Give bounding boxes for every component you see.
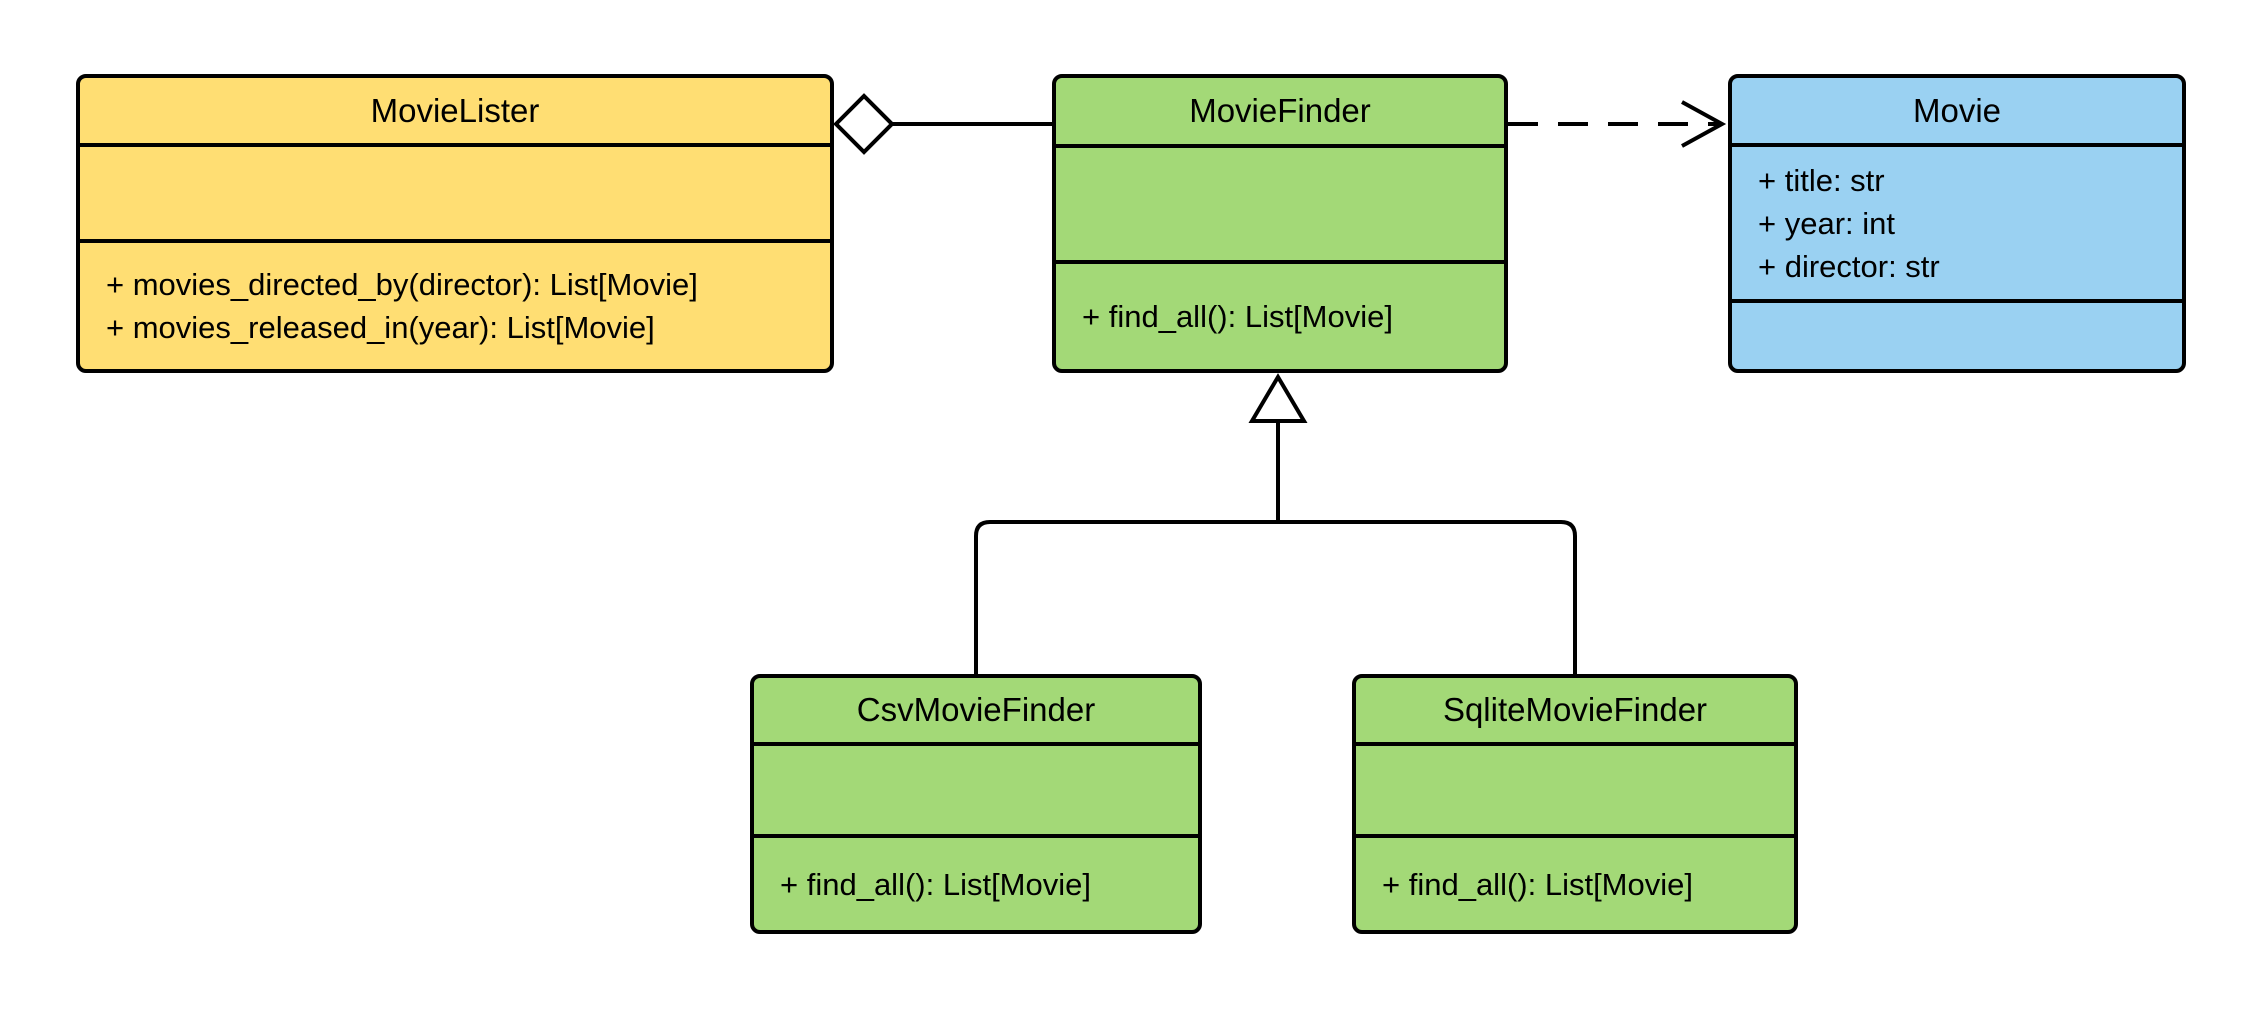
class-methods-compartment: + find_all(): List[Movie] — [1056, 264, 1504, 369]
inheritance-fork-line — [974, 520, 1577, 674]
class-attribute: + year: int — [1758, 205, 1895, 241]
class-title: SqliteMovieFinder — [1356, 678, 1794, 746]
class-box-sqlitemoviefinder: SqliteMovieFinder + find_all(): List[Mov… — [1352, 674, 1798, 934]
class-method: + movies_released_in(year): List[Movie] — [106, 310, 655, 345]
class-methods-compartment: + movies_directed_by(director): List[Mov… — [80, 243, 830, 369]
dependency-link — [1508, 100, 1727, 148]
class-methods-compartment: + find_all(): List[Movie] — [1356, 838, 1794, 930]
class-title: Movie — [1732, 78, 2182, 147]
class-method: + find_all(): List[Movie] — [780, 866, 1091, 902]
class-attributes-compartment — [1056, 148, 1504, 264]
aggregation-link — [833, 93, 1052, 155]
class-methods-compartment — [1732, 303, 2182, 369]
class-attribute: + title: str — [1758, 162, 1885, 198]
class-method: + movies_directed_by(director): List[Mov… — [106, 267, 698, 302]
class-attributes-compartment — [80, 147, 830, 243]
class-box-movielister: MovieLister + movies_directed_by(directo… — [76, 74, 834, 373]
inheritance-link — [974, 373, 1577, 674]
class-box-movie: Movie + title: str + year: int + directo… — [1728, 74, 2186, 373]
class-method: + find_all(): List[Movie] — [1382, 866, 1693, 902]
class-box-moviefinder: MovieFinder + find_all(): List[Movie] — [1052, 74, 1508, 373]
class-attributes-compartment — [1356, 746, 1794, 838]
class-title: MovieLister — [80, 78, 830, 147]
dependency-arrow-icon — [1681, 100, 1727, 148]
inheritance-arrow-icon — [1248, 373, 1308, 423]
class-method: + find_all(): List[Movie] — [1082, 299, 1393, 334]
class-attributes-compartment — [754, 746, 1198, 838]
class-title: CsvMovieFinder — [754, 678, 1198, 746]
aggregation-diamond-icon — [833, 93, 895, 155]
class-attribute: + director: str — [1758, 248, 1940, 284]
class-title: MovieFinder — [1056, 78, 1504, 148]
class-attributes-compartment: + title: str + year: int + director: str — [1732, 147, 2182, 303]
class-methods-compartment: + find_all(): List[Movie] — [754, 838, 1198, 930]
class-box-csvmoviefinder: CsvMovieFinder + find_all(): List[Movie] — [750, 674, 1202, 934]
